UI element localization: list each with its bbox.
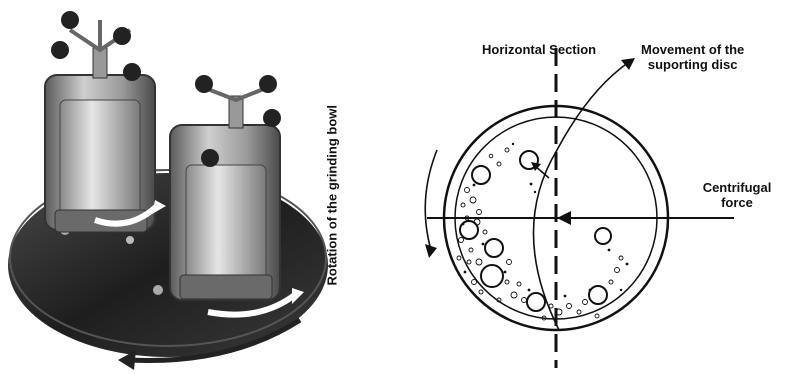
label-horizontal-section: Horizontal Section bbox=[482, 42, 596, 57]
bowl-rotation-arc bbox=[425, 150, 437, 250]
supporting-disc-arc bbox=[533, 62, 629, 330]
planetary-mill-photo bbox=[0, 0, 360, 374]
label-movement-line1: Movement of the bbox=[641, 42, 744, 57]
label-centrifugal-force: Centrifugal force bbox=[700, 180, 774, 210]
label-centrifugal-line2: force bbox=[700, 195, 774, 210]
label-movement-supporting-disc: Movement of the suporting disc bbox=[641, 42, 744, 72]
label-rotation-grinding-bowl: Rotation of the grinding bowl bbox=[325, 106, 340, 286]
label-centrifugal-line1: Centrifugal bbox=[700, 180, 774, 195]
knob-icon bbox=[61, 11, 79, 29]
centrifugal-arrow-icon bbox=[557, 211, 571, 225]
grinding-jar-back bbox=[45, 11, 166, 232]
label-movement-line2: suporting disc bbox=[641, 57, 744, 72]
